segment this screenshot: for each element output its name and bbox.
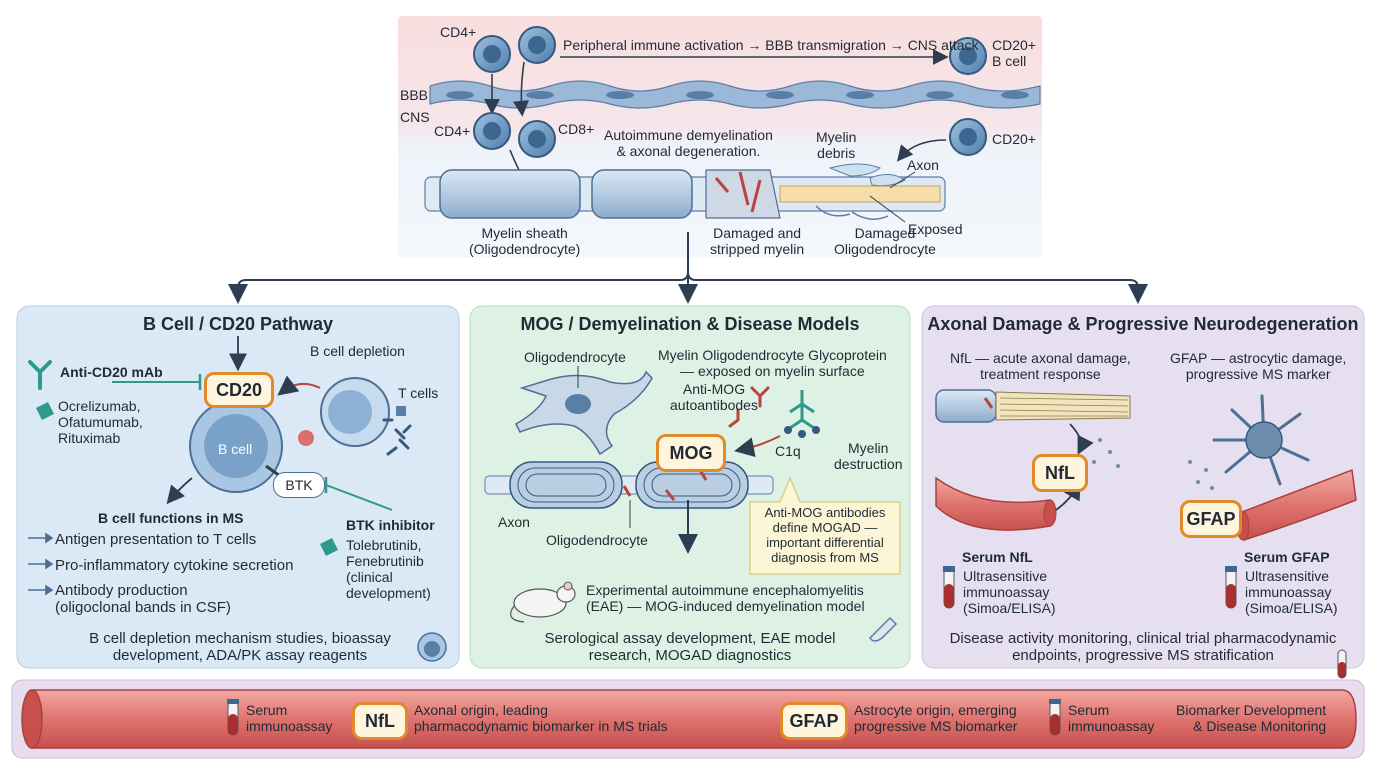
cd8-cell-top [518, 26, 556, 64]
blood-vessel-nfl [935, 476, 1057, 531]
label-serum-gfap: Serum GFAP [1244, 549, 1330, 565]
panel-axonal-title: Axonal Damage & Progressive Neurodegener… [927, 314, 1359, 334]
astrocyte-cell [1212, 394, 1310, 486]
blood-tube-icon-nfl [943, 566, 955, 609]
label-bbb: BBB [400, 87, 429, 103]
label-nfl-desc: NfL — acute axonal damage, treatment res… [950, 350, 1131, 383]
c1q-complement-icon [789, 390, 815, 430]
tag-icon-cd20-drugs [36, 402, 54, 420]
panel-mog-title: MOG / Demyelination & Disease Models [520, 314, 860, 334]
label-nfl-bottom: Axonal origin, leading pharmacodynamic b… [414, 702, 668, 735]
blood-tube-icon-bottom-2 [1049, 699, 1061, 736]
mog-badge: MOG [656, 434, 726, 472]
anti-mog-antibody-icon [728, 386, 770, 428]
label-myelin-sheath: Myelin sheath (Oligodendrocyte) [469, 225, 581, 258]
b-cell-large [189, 399, 283, 493]
label-cd4-top: CD4+ [440, 24, 477, 40]
btk-label: BTK [273, 472, 325, 498]
antibody-icon [28, 360, 52, 390]
tag-icon-btk-drugs [320, 538, 338, 556]
mog-callout-text: Anti-MOG antibodies define MOGAD — impor… [764, 505, 886, 565]
label-serum-1: Serum immunoassay [246, 702, 333, 735]
label-damaged-oligo: Damaged Oligodendrocyte [834, 225, 936, 258]
cd8-cell-cns [518, 120, 556, 158]
label-myelin-destruction: Myelin destruction [834, 440, 903, 473]
label-biomarker-dev: Biomarker Development & Disease Monitori… [1176, 702, 1327, 735]
label-c1q: C1q [775, 443, 801, 459]
label-damaged-myelin: Damaged and stripped myelin [710, 225, 805, 258]
label-cns: CNS [400, 109, 430, 125]
test-tube-icon [869, 616, 898, 642]
function-item: Antibody production (oligoclonal bands i… [55, 582, 231, 617]
label-anti-cd20: Anti-CD20 mAb [60, 364, 163, 380]
label-anti-mog: Anti-MOG autoantibodes [670, 381, 758, 414]
label-btk-inhibitor: BTK inhibitor [346, 517, 435, 533]
label-assay-nfl: Ultrasensitive immunoassay (Simoa/ELISA) [963, 568, 1056, 617]
gfap-badge: GFAP [1180, 500, 1242, 538]
blood-tube-icon-bottom-1 [227, 699, 239, 736]
label-oligodendrocyte-2: Oligodendrocyte [546, 532, 648, 548]
nfl-badge: NfL [1032, 454, 1088, 492]
label-pathway: Peripheral immune activation → BBB trans… [563, 37, 979, 53]
label-cd4-cns: CD4+ [434, 123, 471, 139]
label-functions-title: B cell functions in MS [98, 510, 244, 526]
panel-mog-footer: Serological assay development, EAE model… [544, 630, 836, 665]
function-item: Pro-inflammatory cytokine secretion [55, 557, 294, 574]
bottom-gfap-badge: GFAP [780, 702, 848, 740]
mog-callout-box [749, 476, 901, 575]
label-b-cell: B cell [218, 441, 253, 457]
cd20-badge: CD20 [204, 372, 274, 408]
myelinated-axon [424, 163, 946, 220]
cd20-bcell-top [949, 37, 987, 75]
label-mog-desc: Myelin Oligodendrocyte Glycoprotein — ex… [658, 347, 887, 380]
label-axon-top: Axon [907, 157, 939, 173]
label-serum-2: Serum immunoassay [1068, 702, 1155, 735]
blood-tube-icon-small [1337, 649, 1347, 679]
label-cd20-drugs: Ocrelizumab, Ofatumumab, Rituximab [58, 398, 143, 447]
cd20-cell-cns [949, 118, 987, 156]
label-gfap-bottom: Astrocyte origin, emerging progressive M… [854, 702, 1018, 735]
cd4-cell-cns [473, 112, 511, 150]
label-btk-drugs: Tolebrutinib, Fenebrutinib (clinical dev… [346, 537, 431, 602]
panel-axonal-footer: Disease activity monitoring, clinical tr… [949, 630, 1337, 665]
label-serum-nfl: Serum NfL [962, 549, 1033, 565]
bottom-nfl-badge: NfL [352, 702, 408, 740]
myelinated-axon-mog [484, 461, 774, 509]
label-assay-gfap: Ultrasensitive immunoassay (Simoa/ELISA) [1245, 568, 1338, 617]
oligodendrocyte-cell [515, 370, 653, 456]
panel-b-footer: B cell depletion mechanism studies, bioa… [89, 630, 391, 665]
label-cd20-bcell: CD20+ B cell [992, 37, 1036, 70]
label-exposed: Exposed [908, 221, 963, 237]
b-cell-small-icon [417, 632, 447, 662]
function-item: Antigen presentation to T cells [55, 531, 257, 548]
label-t-cells: T cells [398, 385, 439, 401]
label-gfap-desc: GFAP — astrocytic damage, progressive MS… [1170, 350, 1347, 383]
label-myelin-debris: Myelin debris [816, 129, 857, 162]
damaged-axon-nfl [935, 389, 1131, 423]
bbb-endothelium [429, 80, 1041, 109]
label-oligodendrocyte: Oligodendrocyte [524, 349, 626, 365]
panel-b-title: B Cell / CD20 Pathway [142, 314, 334, 334]
label-cd8: CD8+ [558, 121, 595, 137]
label-autoimmune: Autoimmune demyelination & axonal degene… [604, 127, 773, 160]
blood-tube-icon-gfap [1225, 566, 1237, 609]
mouse-icon [510, 581, 576, 623]
t-cell-large [320, 377, 390, 447]
label-b-depletion: B cell depletion [310, 343, 405, 359]
label-eae: Experimental autoimmune encephalomyeliti… [586, 582, 865, 615]
cd4-cell-top [473, 35, 511, 73]
label-cd20-cns: CD20+ [992, 131, 1036, 147]
label-axon-mog: Axon [498, 514, 530, 530]
